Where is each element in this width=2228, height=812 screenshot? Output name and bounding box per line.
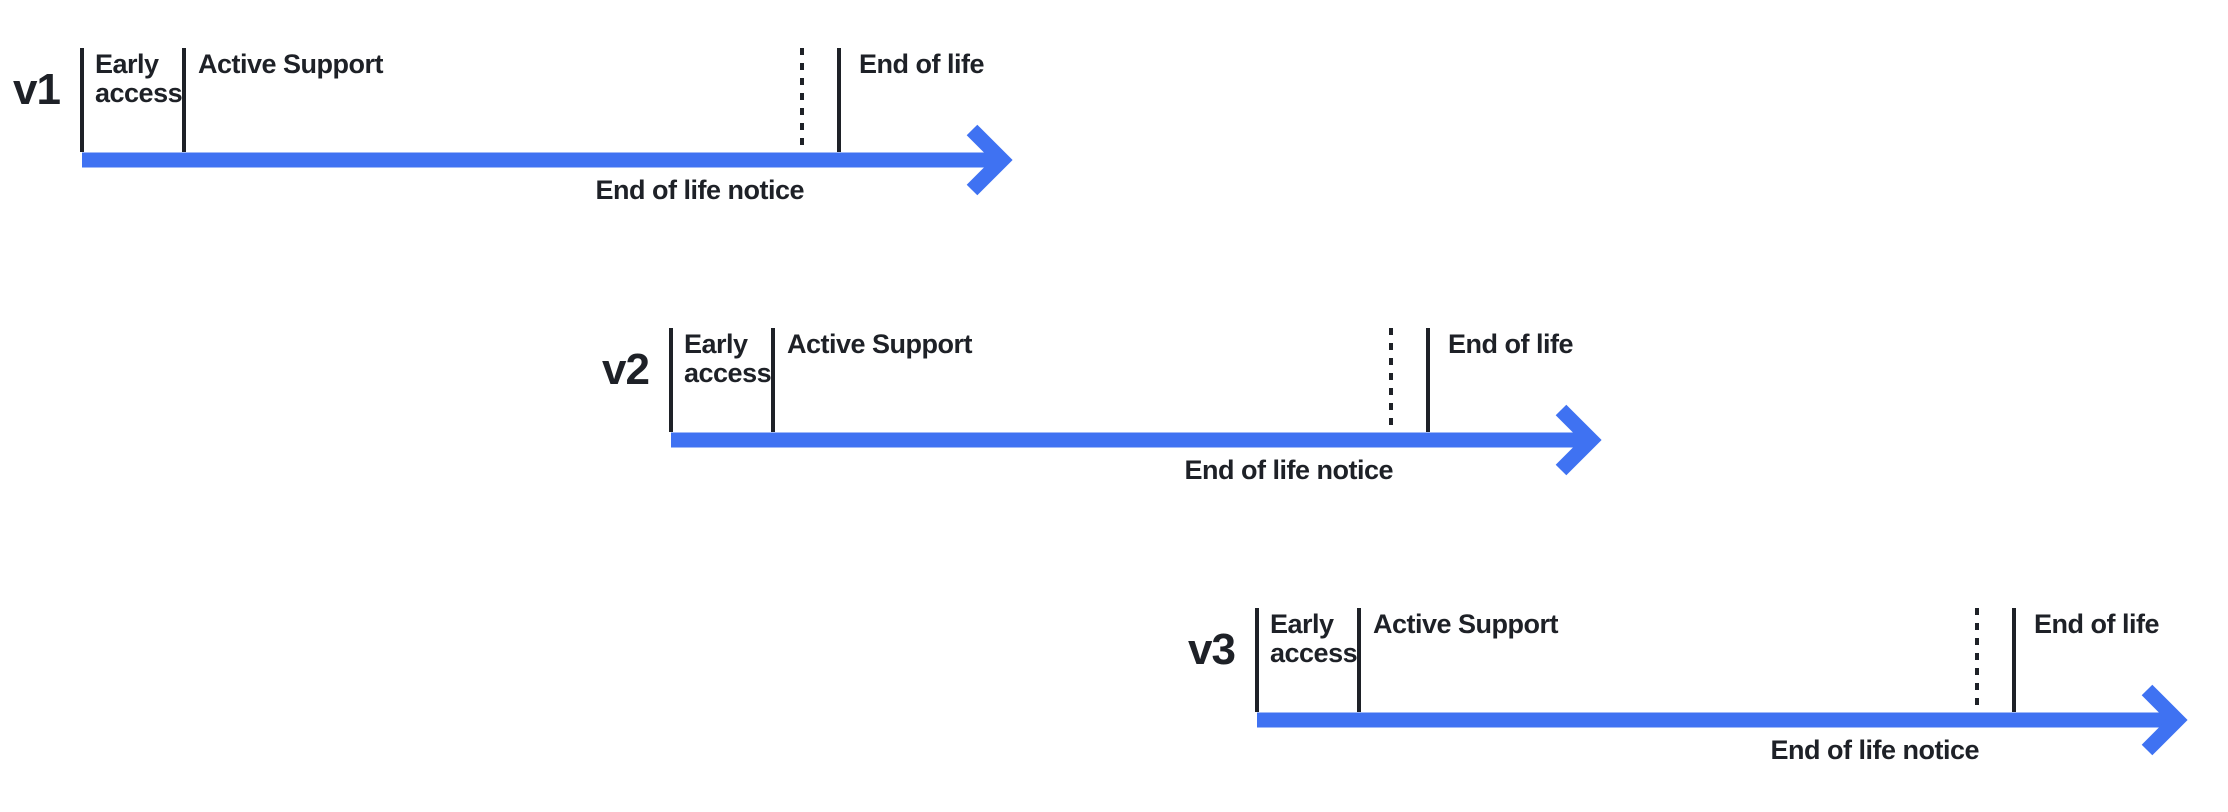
early-access-start-tick — [80, 48, 84, 152]
version-label: v2 — [602, 345, 650, 394]
timeline-v3: v3 Early access Active Support End of li… — [1188, 608, 2207, 778]
timeline-arrow — [1257, 684, 2188, 756]
active-support-label: Active Support — [1373, 609, 1559, 639]
early-access-start-tick — [669, 328, 673, 432]
active-support-label: Active Support — [787, 329, 973, 359]
end-of-life-label: End of life — [859, 49, 985, 79]
active-support-start-tick — [182, 48, 186, 152]
end-of-life-notice-label: End of life notice — [1184, 455, 1393, 485]
end-of-life-tick — [2012, 608, 2016, 712]
end-of-life-label: End of life — [1448, 329, 1574, 359]
end-of-life-notice-label: End of life notice — [595, 175, 804, 205]
early-access-label: Early access — [95, 49, 183, 108]
timeline-arrow — [82, 124, 1013, 196]
active-support-start-tick — [771, 328, 775, 432]
active-support-start-tick — [1357, 608, 1361, 712]
version-label: v1 — [13, 65, 61, 114]
active-support-label: Active Support — [198, 49, 384, 79]
version-label: v3 — [1188, 625, 1236, 674]
end-of-life-tick — [837, 48, 841, 152]
early-access-label: Early access — [1270, 609, 1358, 668]
eol-notice-dashed-line — [1389, 328, 1393, 428]
timeline-arrow — [671, 404, 1602, 476]
eol-notice-dashed-line — [800, 48, 804, 148]
eol-notice-dashed-line — [1975, 608, 1979, 708]
timeline-v1: v1 Early access Active Support End of li… — [13, 48, 1032, 218]
timeline-v2: v2 Early access Active Support End of li… — [602, 328, 1621, 498]
early-access-label: Early access — [684, 329, 772, 388]
early-access-start-tick — [1255, 608, 1259, 712]
end-of-life-label: End of life — [2034, 609, 2160, 639]
end-of-life-tick — [1426, 328, 1430, 432]
end-of-life-notice-label: End of life notice — [1770, 735, 1979, 765]
